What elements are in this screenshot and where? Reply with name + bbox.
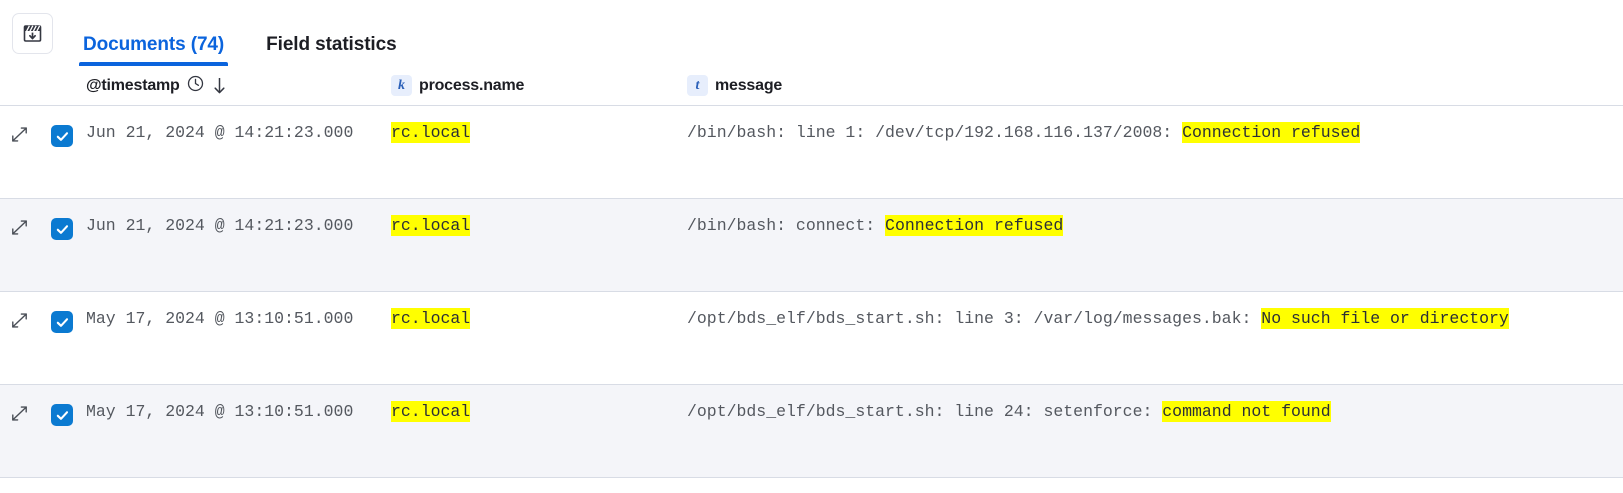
cell-message: /opt/bds_elf/bds_start.sh: line 3: /var/…: [687, 292, 1623, 329]
expand-row-button[interactable]: [0, 199, 38, 237]
cell-process-name: rc.local: [391, 106, 687, 143]
search-highlight: No such file or directory: [1261, 308, 1509, 329]
tab-documents[interactable]: Documents (74): [79, 35, 229, 66]
cell-process-name: rc.local: [391, 385, 687, 422]
expand-icon[interactable]: [10, 125, 29, 144]
tab-field-statistics[interactable]: Field statistics: [266, 34, 397, 55]
row-select-cell[interactable]: [38, 385, 86, 426]
table-row[interactable]: Jun 21, 2024 @ 14:21:23.000 rc.local/bin/…: [0, 199, 1623, 292]
column-header-process-name-label: process.name: [419, 76, 525, 94]
cell-timestamp: Jun 21, 2024 @ 14:21:23.000: [86, 216, 354, 235]
cell-process-name: rc.local: [391, 292, 687, 329]
row-checkbox-checked[interactable]: [51, 404, 73, 426]
search-highlight: rc.local: [391, 215, 471, 236]
message-text: /bin/bash: line 1: /dev/tcp/192.168.116.…: [687, 123, 1183, 142]
search-highlight: Connection refused: [1182, 122, 1361, 143]
expand-row-button[interactable]: [0, 292, 38, 330]
row-checkbox-checked[interactable]: [51, 218, 73, 240]
cell-message: /opt/bds_elf/bds_start.sh: line 24: sete…: [687, 385, 1623, 422]
tab-bar: Documents (74) Field statistics: [79, 0, 435, 66]
row-select-cell[interactable]: [38, 106, 86, 147]
cell-process-name: rc.local: [391, 199, 687, 236]
search-highlight: rc.local: [391, 308, 471, 329]
cell-message: /bin/bash: connect: Connection refused: [687, 199, 1623, 236]
table-row[interactable]: May 17, 2024 @ 13:10:51.000 rc.local/opt/…: [0, 385, 1623, 478]
sort-download-button[interactable]: [12, 12, 53, 54]
search-highlight: Connection refused: [885, 215, 1064, 236]
table-row[interactable]: Jun 21, 2024 @ 14:21:23.000 rc.local/bin/…: [0, 106, 1623, 199]
expand-row-button[interactable]: [0, 106, 38, 144]
sort-descending-icon[interactable]: [211, 76, 228, 95]
grid-header-row: @timestamp k process.name t message: [0, 66, 1623, 106]
expand-row-button[interactable]: [0, 385, 38, 423]
expand-icon[interactable]: [10, 311, 29, 330]
cell-timestamp: May 17, 2024 @ 13:10:51.000: [86, 402, 354, 421]
search-highlight: rc.local: [391, 401, 471, 422]
cell-message: /bin/bash: line 1: /dev/tcp/192.168.116.…: [687, 106, 1623, 143]
sort-download-icon: [22, 23, 43, 44]
text-type-icon: t: [687, 75, 708, 96]
cell-timestamp: Jun 21, 2024 @ 14:21:23.000: [86, 123, 354, 142]
expand-icon[interactable]: [10, 218, 29, 237]
grid-body: Jun 21, 2024 @ 14:21:23.000 rc.local/bin/…: [0, 106, 1623, 478]
expand-icon[interactable]: [10, 404, 29, 423]
row-select-cell[interactable]: [38, 199, 86, 240]
column-header-timestamp-label: @timestamp: [86, 76, 180, 94]
column-header-process-name[interactable]: k process.name: [391, 75, 687, 96]
column-header-message[interactable]: t message: [687, 75, 1623, 96]
message-text: /bin/bash: connect:: [687, 216, 886, 235]
keyword-type-icon: k: [391, 75, 412, 96]
row-checkbox-checked[interactable]: [51, 311, 73, 333]
table-row[interactable]: May 17, 2024 @ 13:10:51.000 rc.local/opt/…: [0, 292, 1623, 385]
column-header-message-label: message: [715, 76, 783, 94]
row-select-cell[interactable]: [38, 292, 86, 333]
row-checkbox-checked[interactable]: [51, 125, 73, 147]
cell-timestamp: May 17, 2024 @ 13:10:51.000: [86, 309, 354, 328]
search-highlight: command not found: [1162, 401, 1331, 422]
search-highlight: rc.local: [391, 122, 471, 143]
message-text: /opt/bds_elf/bds_start.sh: line 24: sete…: [687, 402, 1163, 421]
clock-icon: [187, 75, 204, 97]
documents-data-grid: @timestamp k process.name t message: [0, 66, 1623, 478]
message-text: /opt/bds_elf/bds_start.sh: line 3: /var/…: [687, 309, 1262, 328]
toolbar: Documents (74) Field statistics: [0, 0, 1623, 66]
column-header-timestamp[interactable]: @timestamp: [86, 75, 391, 97]
